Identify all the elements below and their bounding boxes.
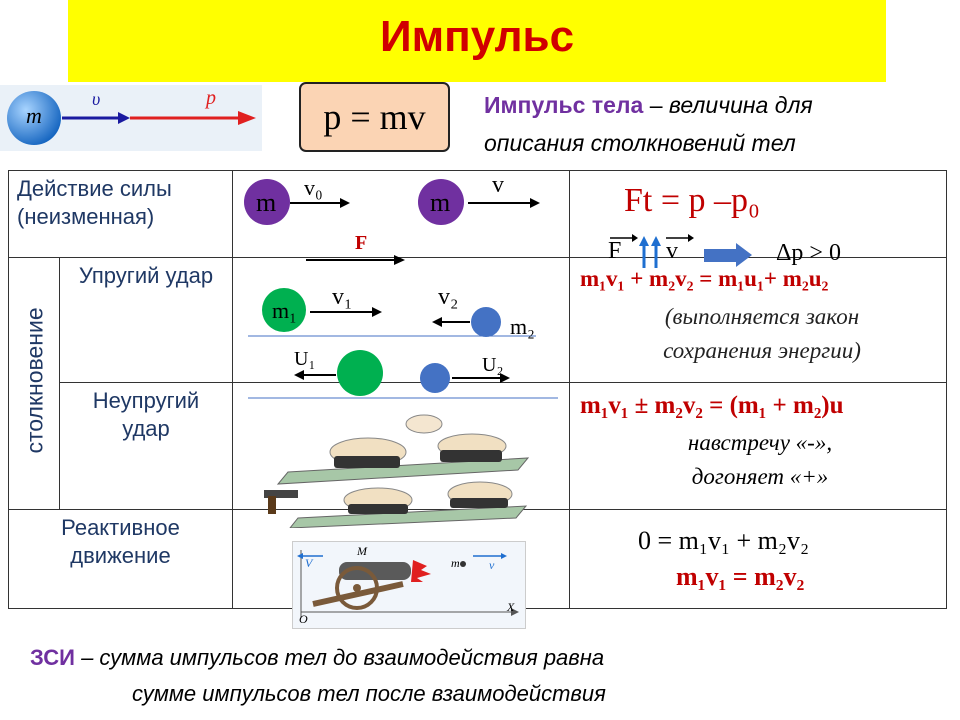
- cannon-V-label: V: [305, 556, 313, 570]
- row2-formula-main: m₁v₁ + m₂v₂ = m₁u₁+ m₂u₂: [580, 266, 829, 291]
- u1-label: U₁: [294, 348, 316, 370]
- row1-direction-arrows: [610, 234, 752, 268]
- cannon-trail: [312, 581, 404, 607]
- v0-label: v₀: [304, 175, 323, 200]
- row1-formula-v: v: [666, 238, 678, 264]
- mass-ball-1-label: m: [256, 188, 277, 217]
- gun-icon: [264, 490, 298, 498]
- row4-formula-main: 0 = m₁v₁ + m₂v₂: [638, 526, 810, 555]
- projectile: [460, 561, 466, 567]
- row3-note-1: навстречу «-»,: [687, 430, 833, 455]
- cannon-M-label: M: [357, 544, 367, 558]
- cannon-X-label: X: [507, 600, 515, 614]
- row1-arrows: [290, 198, 540, 265]
- u2-ball: [420, 363, 450, 393]
- definition-dash: –: [643, 92, 669, 118]
- row4-label: Реактивное движение: [61, 515, 180, 568]
- velocity-label: υ: [92, 89, 101, 109]
- row1-formula-main: Ft = p –p₀: [624, 182, 760, 219]
- row2-label: Упругий удар: [78, 263, 214, 288]
- footer: ЗСИ – сумма импульсов тел до взаимодейст…: [30, 640, 930, 712]
- row2-diagram: [248, 288, 536, 396]
- track-bottom: [289, 505, 528, 528]
- cannon-v-label: v: [489, 558, 495, 572]
- cannon-wheel: [335, 566, 379, 610]
- row1-diagram-cell: [232, 170, 570, 258]
- cart-2: [440, 450, 502, 462]
- cart-1: [334, 456, 400, 468]
- cart-4: [450, 498, 508, 508]
- momentum-label: p: [206, 87, 216, 109]
- row4-formula-result: m₁v₁ = m₂v₂: [676, 562, 805, 591]
- u1-ball: [337, 350, 383, 396]
- collision-group-label: столкновение: [21, 307, 48, 454]
- m1-label: m₁: [272, 298, 297, 323]
- row1-formula-f: F: [608, 238, 622, 264]
- collision-group-cell: [8, 257, 60, 510]
- force-label: F: [355, 232, 368, 254]
- row4-label-cell: Реактивное движение: [8, 509, 233, 609]
- title-bar: [68, 0, 886, 82]
- row3-formula-main: m₁v₁ ± m₂v₂ = (m₁ + m₂)u: [580, 392, 844, 419]
- footer-term: ЗСИ: [30, 645, 75, 670]
- v1-label: v₁: [332, 284, 353, 310]
- m1-ball: [262, 288, 306, 332]
- m2-label: m₂: [510, 314, 535, 339]
- page-title: Импульс: [379, 12, 575, 61]
- footer-line-2: сумме импульсов тел после взаимодействия: [132, 681, 606, 706]
- mass-ball-1: [244, 179, 290, 225]
- row3-label: Неупругий удар: [92, 388, 200, 441]
- cart-3: [348, 504, 408, 514]
- cannon-O-label: O: [299, 612, 308, 626]
- row2-label-cell: Упругий удар: [59, 257, 233, 383]
- row3-note-2: догоняет «+»: [691, 464, 829, 489]
- footer-line1-text: – сумма импульсов тел до взаимодействия …: [81, 645, 605, 670]
- definition-term: Импульс тела: [484, 92, 644, 118]
- m2-ball: [471, 307, 501, 337]
- momentum-formula: p = mv: [299, 82, 450, 152]
- mass-label: m: [26, 103, 42, 128]
- footer-line-1: ЗСИ – сумма импульсов тел до взаимодейст…: [30, 640, 930, 676]
- mass-ball: [7, 91, 61, 145]
- momentum-diagram: m υ p: [0, 85, 262, 151]
- definition-text: величина для описания столкновений тел: [484, 92, 813, 156]
- v-label: v: [492, 172, 504, 198]
- cannon-m-label: m: [451, 556, 460, 570]
- row2-formula-note: (выполняется закон сохранения энергии): [663, 304, 861, 363]
- row3-label-cell: Неупругий удар: [59, 382, 233, 510]
- v2-label: v₂: [438, 284, 459, 310]
- definition: Импульс тела – величина для описания сто…: [484, 86, 914, 162]
- u2-label: U₂: [482, 354, 504, 376]
- hand-icon: [405, 414, 443, 434]
- row1-formula-dp: Δp > 0: [776, 240, 841, 266]
- cannon-diagram: M V m v O X: [292, 541, 526, 629]
- track-top: [276, 457, 530, 485]
- row3-diagram: [248, 397, 558, 528]
- mass-ball-2-label: m: [430, 188, 451, 217]
- cannon-svg: [297, 550, 519, 618]
- momentum-diagram-svg: [7, 91, 256, 145]
- row1-label: Действие силы (неизменная): [17, 176, 172, 229]
- blast-icon: [411, 560, 431, 582]
- row4-formula-cell: [569, 509, 947, 609]
- row1-label-cell: Действие силы (неизменная): [8, 170, 233, 258]
- mass-ball-2: [418, 179, 464, 225]
- row3-formula-cell: [569, 382, 947, 510]
